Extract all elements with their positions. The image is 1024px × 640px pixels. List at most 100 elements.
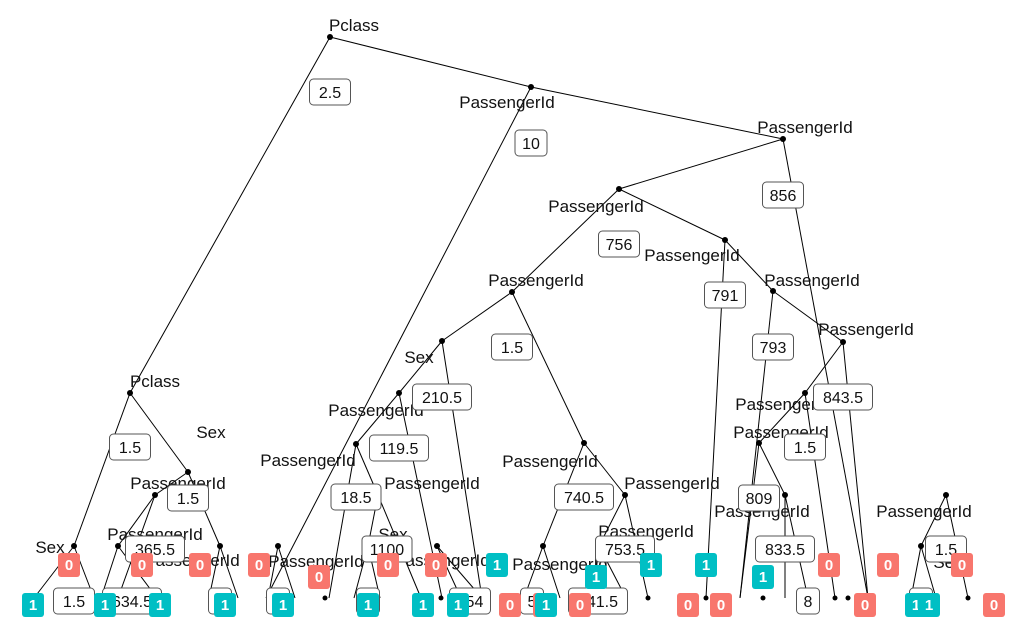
leaf-prediction: 1 bbox=[357, 593, 379, 617]
leaf-class-value: 0 bbox=[432, 557, 440, 574]
leaf-class-value: 0 bbox=[861, 597, 869, 614]
leaf-prediction: 0 bbox=[189, 553, 211, 577]
tree-edge bbox=[511, 291, 585, 444]
tree-edge bbox=[265, 86, 532, 599]
tree-edge bbox=[758, 392, 806, 444]
node-dot bbox=[275, 543, 281, 549]
split-variable-label: PassengerId bbox=[818, 320, 913, 339]
tree-edge bbox=[542, 545, 561, 599]
tree-edge bbox=[530, 86, 784, 140]
leaf-class-value: 1 bbox=[454, 597, 462, 614]
leaf-class-value: 0 bbox=[717, 597, 725, 614]
tree-edge bbox=[441, 291, 513, 342]
split-variable-label: PassengerId bbox=[548, 197, 643, 216]
leaf-class-value: 0 bbox=[255, 557, 263, 574]
leaf-prediction: 0 bbox=[499, 593, 521, 617]
node-dot bbox=[780, 136, 786, 142]
split-threshold-value: 856 bbox=[770, 188, 797, 205]
tree-edge bbox=[618, 188, 726, 241]
leaf-class-value: 0 bbox=[684, 597, 692, 614]
tree-edge bbox=[782, 138, 869, 599]
leaf-class-value: 1 bbox=[759, 569, 767, 586]
split-variable-label: PassengerId bbox=[260, 451, 355, 470]
node-dot bbox=[327, 34, 333, 40]
split-threshold: 634.5 bbox=[102, 587, 162, 615]
node-dot bbox=[918, 543, 924, 549]
leaf-prediction: 0 bbox=[854, 593, 876, 617]
leaf-class-value: 1 bbox=[702, 557, 710, 574]
leaf-class-value: 1 bbox=[912, 597, 920, 614]
leaf-dot bbox=[832, 595, 838, 601]
node-dot bbox=[756, 440, 762, 446]
leaf-dot bbox=[322, 595, 328, 601]
leaf-dot bbox=[965, 595, 971, 601]
node-dot bbox=[722, 237, 728, 243]
leaf-prediction: 0 bbox=[425, 553, 447, 577]
split-threshold-value: 793 bbox=[760, 340, 787, 357]
tree-edge bbox=[277, 545, 296, 599]
split-threshold: 756 bbox=[598, 230, 640, 258]
split-variable-label: PassengerId bbox=[328, 401, 423, 420]
leaf-class-value: 0 bbox=[825, 557, 833, 574]
node-dot bbox=[115, 543, 121, 549]
split-threshold: 793 bbox=[752, 333, 794, 361]
node-dot bbox=[840, 339, 846, 345]
split-threshold-value: 119.5 bbox=[380, 441, 419, 458]
tree-edge bbox=[154, 471, 189, 496]
leaf-prediction: 1 bbox=[447, 593, 469, 617]
split-threshold-value: 1.5 bbox=[63, 594, 85, 611]
leaf-class-value: 0 bbox=[884, 557, 892, 574]
split-threshold: 833.5 bbox=[755, 535, 815, 563]
tree-edge bbox=[583, 442, 626, 496]
node-dot bbox=[152, 492, 158, 498]
split-variable-label: Pclass bbox=[329, 16, 379, 35]
node-dot bbox=[782, 492, 788, 498]
node-dot bbox=[616, 186, 622, 192]
leaf-prediction: 1 bbox=[695, 553, 717, 577]
split-threshold-value: 1.5 bbox=[794, 440, 816, 457]
node-dot bbox=[217, 543, 223, 549]
tree-edge bbox=[129, 392, 189, 473]
leaf-prediction: 0 bbox=[248, 553, 270, 577]
split-variable-label: PassengerId bbox=[512, 555, 607, 574]
split-threshold-value: 5 bbox=[528, 594, 537, 611]
leaf-prediction: 1 bbox=[640, 553, 662, 577]
leaf-prediction: 1 bbox=[535, 593, 557, 617]
tree-edge bbox=[398, 340, 443, 394]
split-threshold-value: 210.5 bbox=[422, 390, 462, 407]
leaf-prediction: 1 bbox=[94, 593, 116, 617]
leaf-class-value: 0 bbox=[958, 557, 966, 574]
tree-edge bbox=[842, 341, 869, 599]
leaf-prediction: 0 bbox=[131, 553, 153, 577]
leaf-prediction: 1 bbox=[918, 593, 940, 617]
leaf-class-value: 1 bbox=[647, 557, 655, 574]
split-threshold: 856 bbox=[762, 181, 804, 209]
node-dot bbox=[622, 492, 628, 498]
node-dot bbox=[185, 469, 191, 475]
tree-edge bbox=[117, 494, 156, 547]
split-variable-label: PassengerId bbox=[735, 395, 830, 414]
leaf-class-value: 0 bbox=[65, 557, 73, 574]
split-threshold: 210.5 bbox=[412, 383, 472, 411]
split-threshold-value: 634.5 bbox=[112, 594, 152, 611]
split-threshold: 2.5 bbox=[309, 78, 351, 106]
leaf-prediction: 0 bbox=[818, 553, 840, 577]
tree-edge bbox=[511, 188, 620, 293]
leaf-class-value: 0 bbox=[315, 569, 323, 586]
leaf-class-value: 1 bbox=[592, 569, 600, 586]
split-threshold-value: 843.5 bbox=[823, 390, 863, 407]
split-threshold-value: 756 bbox=[606, 237, 633, 254]
split-variable-label: PassengerId bbox=[624, 474, 719, 493]
node-dot bbox=[943, 492, 949, 498]
tree-edge bbox=[758, 442, 786, 496]
split-threshold: 740.5 bbox=[554, 483, 614, 511]
tree-edge bbox=[920, 545, 937, 599]
tree-edge bbox=[920, 494, 947, 547]
split-variable-label: PassengerId bbox=[876, 502, 971, 521]
leaf-class-value: 0 bbox=[506, 597, 514, 614]
split-variable-label: PassengerId bbox=[488, 271, 583, 290]
leaf-prediction: 1 bbox=[585, 565, 607, 589]
split-threshold: 8 bbox=[796, 587, 820, 615]
split-threshold-value: 1.5 bbox=[119, 440, 141, 457]
